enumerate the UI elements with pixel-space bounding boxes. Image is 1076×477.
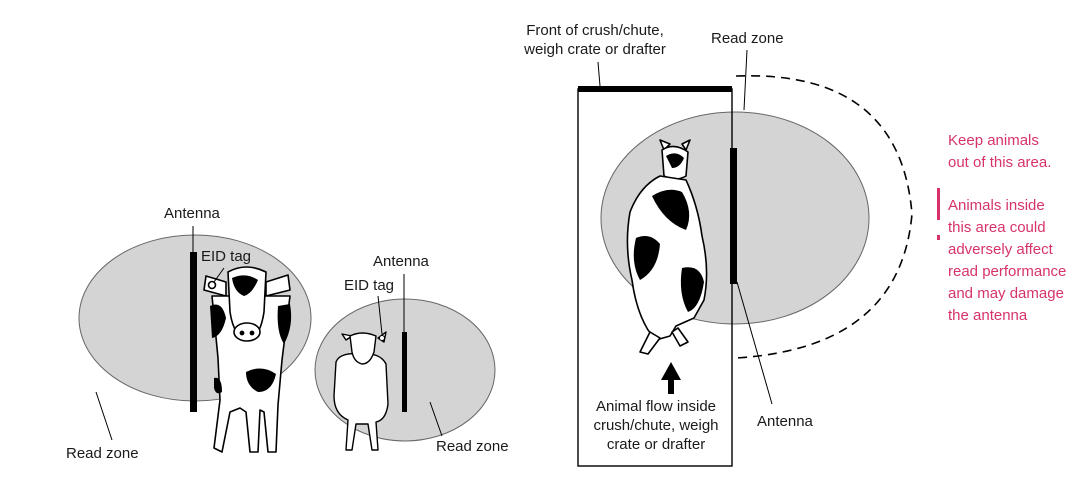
sheep-antenna: [402, 332, 407, 412]
animal-flow-label: Animal flow inside crush/chute, weigh cr…: [578, 397, 734, 454]
flow-line-3: crate or drafter: [606, 436, 706, 453]
warning-note: Animals inside this area could adversely…: [948, 195, 1066, 327]
cow-top-spots: [633, 153, 704, 312]
warning-dot-icon: [937, 235, 940, 240]
crush-antenna-label: Antenna: [757, 413, 813, 430]
crush-antenna: [730, 148, 737, 284]
warning-line-1: Animals inside: [948, 197, 1045, 214]
sheep-antenna-label: Antenna: [373, 253, 429, 270]
warning-line-2: this area could: [948, 219, 1046, 236]
cow-antenna: [190, 252, 197, 412]
sheep-illustration: [333, 331, 389, 451]
warning-line-6: the antenna: [948, 307, 1028, 324]
flow-arrow-icon: [661, 362, 681, 394]
cow-spots: [210, 275, 292, 394]
crush-zone-label: Read zone: [711, 30, 784, 47]
warning-bar-icon: [937, 188, 940, 220]
front-of-crush-label: Front of crush/chute, weigh crate or dra…: [512, 21, 678, 59]
sheep-tag-label: EID tag: [344, 277, 395, 294]
crush-front-bar: [578, 86, 732, 92]
cow-zone-label: Read zone: [66, 445, 139, 462]
flow-line-1: Animal flow inside: [595, 398, 717, 415]
warning-line-5: and may damage: [948, 285, 1064, 302]
front-label-line-1: Front of crush/chute,: [526, 22, 664, 39]
keep-out-line-2: out of this area.: [948, 154, 1052, 171]
flow-line-2: crush/chute, weigh: [593, 417, 719, 434]
warning-line-4: read performance: [948, 263, 1067, 280]
warning-line-3: adversely affect: [948, 241, 1053, 258]
keep-out-line-1: Keep animals: [948, 132, 1039, 149]
cow-tag-label: EID tag: [201, 248, 252, 265]
front-label-line-2: weigh crate or drafter: [524, 41, 666, 58]
sheep-zone-label: Read zone: [436, 438, 509, 455]
keep-out-note: Keep animals out of this area.: [948, 130, 1051, 174]
cow-antenna-label: Antenna: [164, 205, 220, 222]
